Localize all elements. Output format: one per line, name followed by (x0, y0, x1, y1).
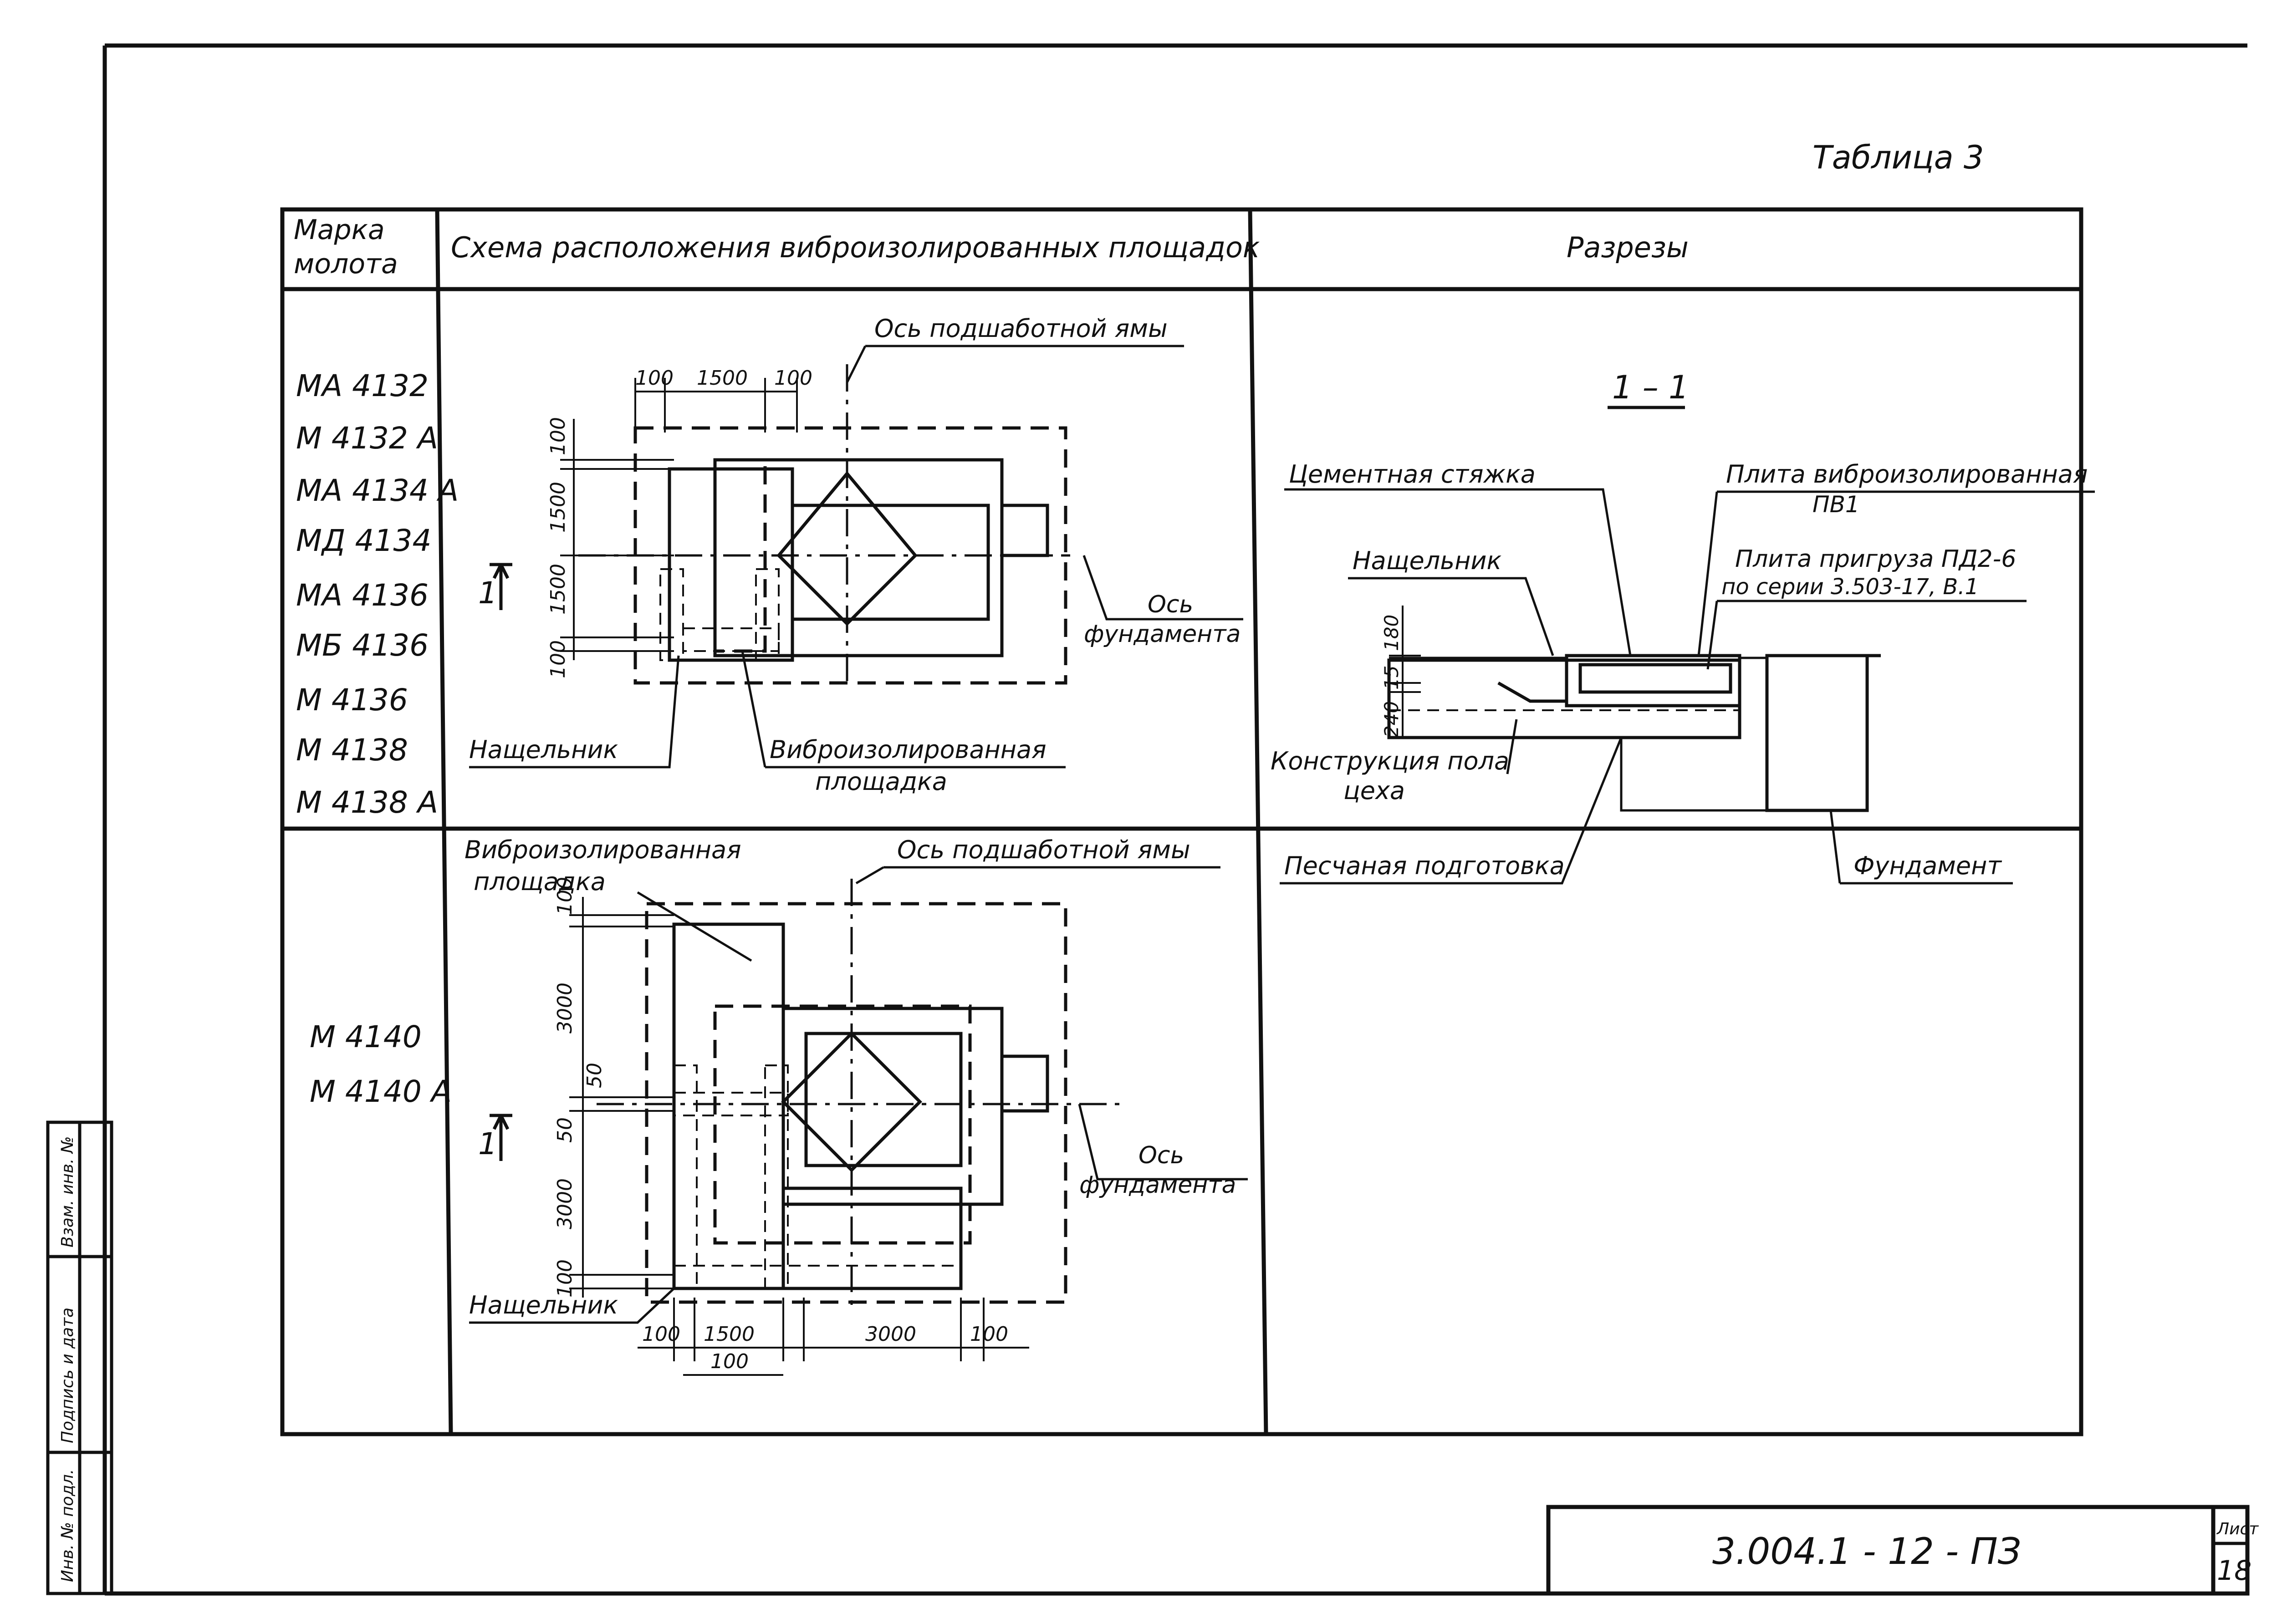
mark-item: М 4140 (310, 1019, 422, 1054)
scheme2-dim-left: 100 (553, 1259, 577, 1298)
table-caption: Таблица 3 (1812, 139, 1984, 176)
header-col3: Разрезы (1567, 231, 1689, 264)
side-stamp-replace: Взам. инв. № (58, 1136, 77, 1247)
section-floor-line2: цеха (1343, 776, 1405, 805)
doc-code: 3.004.1 - 12 - ПЗ (1712, 1530, 2021, 1573)
scheme-2: Виброизолированная площадка Ось подшабот… (465, 835, 1248, 1376)
scheme2-foundation-axis-line2: фундамента (1079, 1171, 1236, 1199)
section-title: 1 – 1 (1612, 369, 1689, 406)
scheme2-platform-label-1: Виброизолированная (465, 835, 741, 864)
scheme1-platform-label-2: площадка (815, 767, 947, 796)
section-load-plate-2: по серии 3.503-17, В.1 (1721, 574, 1979, 600)
scheme1-dim-left: 100 (546, 417, 570, 455)
section-layer-dim: 240 (1380, 701, 1403, 738)
scheme2-dim-left: 3000 (553, 983, 577, 1033)
row2-marks: М 4140 М 4140 А (310, 1019, 452, 1109)
scheme2-dim-bottom-2: 100 (710, 1350, 749, 1373)
header-col1-line1: Марка (294, 214, 385, 246)
scheme1-foundation-axis-line2: фундамента (1084, 621, 1241, 648)
section-floor-line1: Конструкция пола (1271, 747, 1509, 775)
header-col2: Схема расположения виброизолированных пл… (451, 231, 1260, 264)
scheme1-platform-label-1: Виброизолированная (770, 735, 1047, 764)
scheme1-dim-top: 100 (774, 367, 812, 390)
section-load-plate-1: Плита пригруза ПД2-6 (1735, 545, 2016, 573)
scheme1-section-mark: 1 (478, 575, 497, 611)
mark-item: МА 4134 А (296, 473, 459, 508)
mark-item: МА 4136 (296, 578, 429, 613)
scheme2-dim-left: 3000 (553, 1178, 577, 1229)
sheet-number: 18 (2217, 1555, 2251, 1587)
mark-item: МД 4134 (296, 523, 431, 558)
scheme1-dim-left: 1500 (546, 482, 570, 533)
side-stamp: Инв. № подл. Подпись и дата Взам. инв. № (46, 1120, 113, 1595)
section-cement-screed: Цементная стяжка (1289, 460, 1536, 489)
section-sand-prep: Песчаная подготовка (1284, 851, 1565, 880)
scheme2-section-mark: 1 (478, 1126, 497, 1161)
scheme2-pit-axis-label: Ось подшаботной ямы (897, 835, 1190, 864)
mark-item: М 4136 (296, 682, 408, 718)
scheme1-dim-top: 100 (635, 367, 674, 390)
section-plate-vibro-2: ПВ1 (1812, 491, 1860, 518)
scheme2-dim-left: 100 (553, 877, 577, 915)
header-col1-line2: молота (294, 248, 398, 280)
mark-item: М 4140 А (310, 1074, 452, 1109)
mark-item: МА 4132 (296, 368, 429, 403)
scheme2-strip-label: Нащельник (469, 1291, 618, 1319)
section-strip: Нащельник (1353, 546, 1502, 575)
section-layer-dim: 15 (1380, 666, 1403, 690)
mark-item: МБ 4136 (296, 628, 429, 663)
scheme1-pit-axis-label: Ось подшаботной ямы (874, 314, 1168, 343)
table-grid (280, 207, 2083, 1436)
scheme1-foundation-axis-line1: Ось (1148, 591, 1193, 618)
section-layer-dim: 180 (1380, 615, 1403, 651)
scheme1-dim-left: 100 (546, 640, 570, 678)
title-block: 3.004.1 - 12 - ПЗ Лист 18 (1546, 1505, 2259, 1596)
side-stamp-inv: Инв. № подл. (58, 1469, 77, 1582)
scheme1-dim-left: 1500 (546, 564, 570, 615)
mark-item: М 4132 А (296, 421, 438, 456)
scheme2-dim-left: 50 (553, 1117, 577, 1143)
scheme2-dim-bottom: 100 (642, 1323, 680, 1346)
mark-item: М 4138 А (296, 785, 438, 820)
scheme1-strip-label: Нащельник (469, 735, 618, 764)
scheme2-dim-bottom: 100 (970, 1323, 1008, 1346)
scheme1-dim-top: 1500 (697, 367, 748, 390)
row1-marks: МА 4132 М 4132 А МА 4134 А МД 4134 МА 41… (296, 368, 459, 820)
sheet-label: Лист (2216, 1520, 2259, 1538)
mark-item: М 4138 (296, 733, 408, 768)
scheme2-dim-bottom: 1500 (704, 1323, 755, 1346)
scheme-1: Ось подшаботной ямы 100 1500 100 100 150… (469, 314, 1243, 796)
scheme2-dim-bottom: 3000 (865, 1323, 916, 1346)
section-1-1: 1 – 1 Цементная стяжка Плита виброизолир… (1271, 369, 2095, 885)
section-foundation: Фундамент (1853, 851, 2002, 880)
section-plate-vibro-1: Плита виброизолированная (1726, 460, 2088, 489)
scheme2-foundation-axis-line1: Ось (1138, 1142, 1184, 1169)
side-stamp-signature: Подпись и дата (58, 1308, 77, 1443)
scheme2-platform-label-2: площадка (474, 867, 606, 896)
scheme2-dim-left: 50 (583, 1063, 606, 1088)
